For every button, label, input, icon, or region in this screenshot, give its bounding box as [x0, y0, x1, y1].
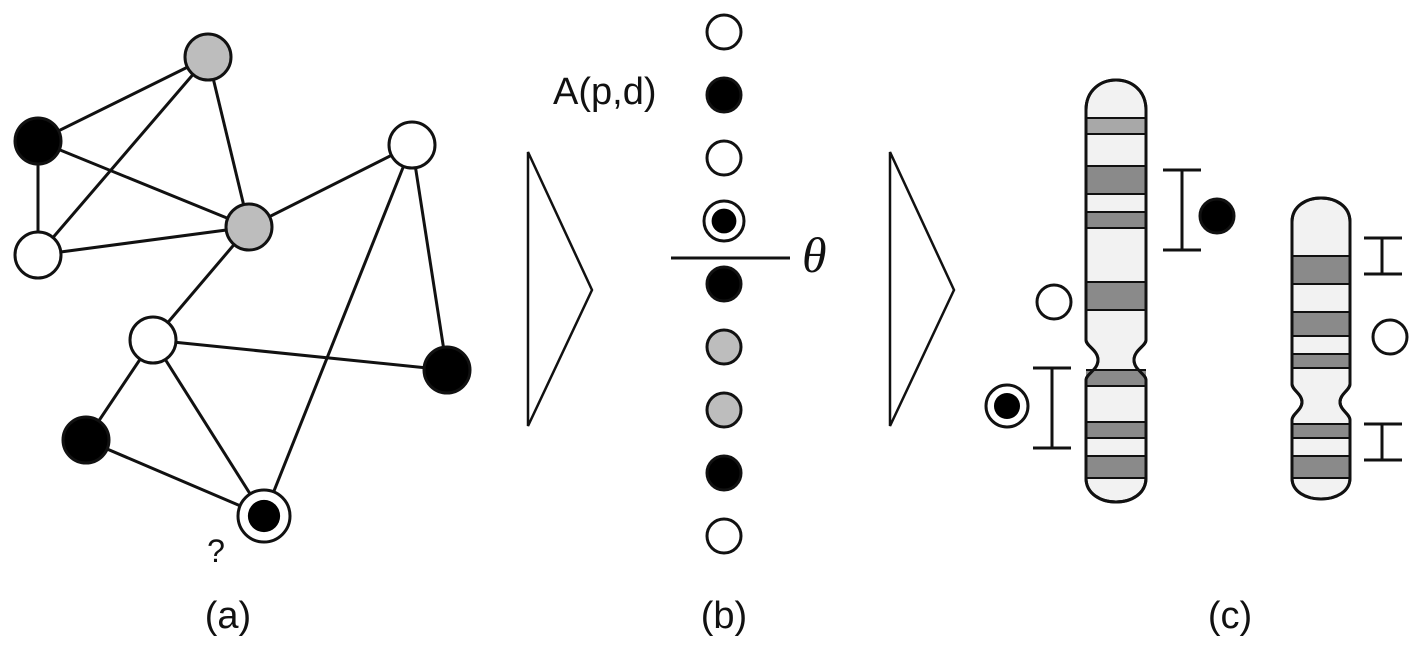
network-node-gray — [224, 202, 274, 252]
network-node-black — [422, 345, 472, 395]
interval-bar — [1364, 422, 1402, 462]
network-node-white — [13, 230, 63, 280]
network-edge — [152, 338, 448, 372]
network-edge — [248, 143, 413, 229]
ranked-node-black — [705, 454, 743, 492]
network-node-query — [236, 488, 292, 544]
chromosome-markers — [984, 197, 1409, 429]
ranked-node-white — [705, 517, 743, 555]
marker-query — [984, 383, 1030, 429]
network-edge — [151, 339, 266, 517]
marker-white — [1035, 283, 1073, 321]
network-edge — [262, 144, 414, 517]
chromosome-2-body — [1290, 196, 1352, 501]
arrow-right-icon — [888, 151, 956, 427]
panel-b-label: (b) — [701, 595, 747, 637]
panel-b-ranking: A(p,d) θ (b) — [553, 13, 827, 637]
chromosome-2-bands — [1292, 256, 1350, 478]
network-edge — [85, 438, 265, 518]
ranked-node-gray — [705, 391, 743, 429]
panel-c-label: (c) — [1208, 595, 1252, 637]
network-edge — [410, 144, 449, 371]
network-node-white — [128, 315, 178, 365]
ranked-nodes — [702, 13, 746, 555]
ranked-node-black — [705, 265, 743, 303]
network-node-black — [61, 415, 111, 465]
network-node-black — [13, 116, 63, 166]
ranked-node-white — [705, 139, 743, 177]
score-label: A(p,d) — [553, 71, 656, 113]
chromosome-large — [1033, 78, 1201, 504]
chromosome-1-bands — [1086, 118, 1146, 478]
marker-white — [1371, 318, 1409, 356]
panel-a-label: (a) — [205, 595, 251, 637]
arrow-right-icon — [526, 151, 594, 427]
ranked-node-gray — [705, 328, 743, 366]
interval-bar — [1364, 236, 1402, 276]
network-edge — [151, 226, 251, 341]
network-edge — [36, 56, 210, 256]
ranked-node-black — [705, 76, 743, 114]
network-edge — [37, 225, 250, 257]
chromosome-2-band-lines — [1292, 255, 1350, 479]
query-mark: ? — [207, 533, 225, 569]
chromosome-small — [1290, 196, 1402, 501]
network-nodes — [13, 32, 472, 544]
network-edge — [37, 55, 209, 143]
panel-c-chromosomes: (c) — [984, 78, 1409, 637]
network-edge — [37, 139, 250, 229]
network-edge — [206, 56, 251, 228]
interval-bar — [1163, 168, 1201, 252]
marker-black — [1198, 197, 1236, 235]
chromosome-2-outline — [1290, 196, 1352, 501]
threshold-label: θ — [802, 227, 827, 283]
interval-bar — [1033, 366, 1071, 450]
chromosome-1-band-lines — [1086, 117, 1146, 479]
network-node-gray — [183, 32, 233, 82]
panel-a-network: ? (a) — [13, 32, 472, 637]
network-node-white — [387, 120, 437, 170]
ranked-node-white — [705, 13, 743, 51]
ranked-node-query — [702, 199, 746, 243]
